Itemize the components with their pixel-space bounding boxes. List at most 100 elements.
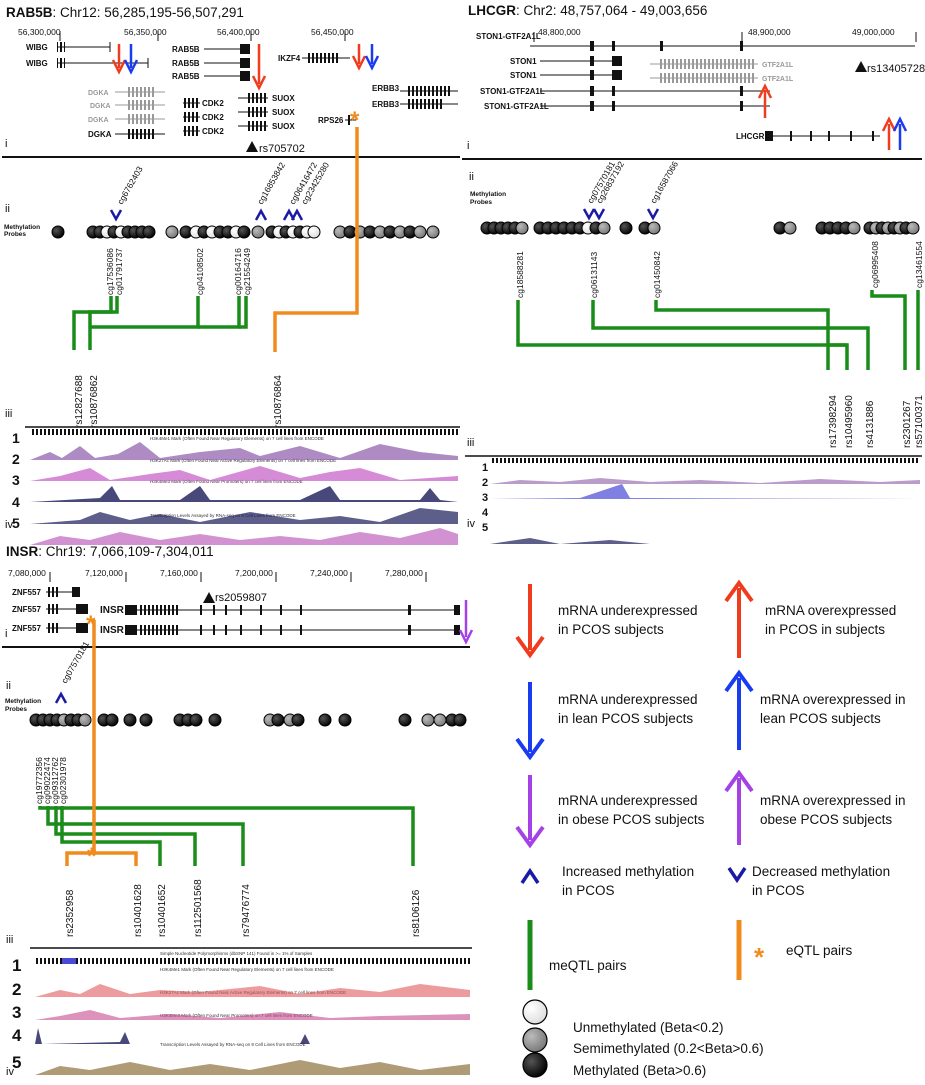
legend-unmeth-label: Unmethylated (Beta<0.2) bbox=[573, 1020, 723, 1035]
gene-label: SUOX bbox=[272, 94, 295, 103]
gene-label: INSR bbox=[100, 625, 125, 636]
legend-blue-down-icon bbox=[515, 682, 545, 761]
coord-label: 7,080,000 bbox=[8, 568, 46, 578]
gene-label: ERBB3 bbox=[372, 84, 400, 93]
snp-label: rs17398294 bbox=[828, 395, 839, 448]
gene-label: SUOX bbox=[272, 122, 295, 131]
legend-semimeth-label: Semimethylated (0.2<Beta>0.6) bbox=[573, 1041, 764, 1056]
track-caption: Transcription Levels Assayed by RNA-seq … bbox=[150, 513, 296, 518]
legend-red-down-icon bbox=[515, 584, 545, 659]
gene-label: DGKA bbox=[88, 130, 112, 139]
track-caption: Transcription Levels Assayed by RNA-seq … bbox=[160, 1042, 306, 1047]
gene-label: ZNF557 bbox=[12, 624, 41, 633]
section-i-label: i bbox=[5, 628, 7, 640]
snp-label: rs10401628 bbox=[133, 884, 144, 937]
gene-label: STON1-GTF2A1L bbox=[480, 87, 545, 96]
probe-label: cg01791737 bbox=[114, 248, 124, 295]
gene-label: GTF2A1L bbox=[762, 76, 794, 83]
gene-label: RAB5B bbox=[172, 72, 200, 81]
section-ii-label: ii bbox=[469, 171, 474, 183]
track-number: 5 bbox=[12, 1053, 21, 1072]
track-number: 2 bbox=[482, 477, 488, 489]
snp-marker-label: rs2059807 bbox=[215, 592, 267, 604]
gene-label: ZNF557 bbox=[12, 605, 41, 614]
snp-label: rs57100371 bbox=[914, 395, 925, 448]
snp-marker-icon bbox=[203, 592, 215, 603]
rab5b-encode-tracks: 1 2 3 4 5 H3K4Me1 Mark (Often Found Near… bbox=[12, 426, 460, 545]
rab5b-gene-models: WIBG WIBG RAB5B RAB5B RAB5B IKZF4 DGKA D… bbox=[26, 42, 458, 139]
legend-blue-up-icon bbox=[724, 669, 754, 750]
snp-label: rs79476774 bbox=[241, 884, 252, 937]
rab5b-expression-arrows bbox=[111, 44, 380, 91]
probe-label: cg02301978 bbox=[58, 757, 68, 804]
snp-label: rs8106126 bbox=[411, 889, 422, 937]
legend-meth-label: Methylated (Beta>0.6) bbox=[573, 1063, 706, 1078]
insr-encode-tracks: 1 2 3 4 5 Simple Nucleotide Polymorphism… bbox=[12, 947, 472, 1075]
insr-title: INSR: Chr19: 7,066,109-7,304,011 bbox=[6, 544, 214, 559]
gene-label: RPS26 bbox=[318, 116, 344, 125]
track-number: 5 bbox=[482, 522, 488, 534]
probe-label: cg09312762 bbox=[50, 757, 60, 804]
snp-label: rs10401652 bbox=[157, 884, 168, 937]
track-number: 2 bbox=[12, 980, 21, 999]
gene-label: STON1-GTF2A1L bbox=[476, 32, 541, 41]
coord-label: 7,120,000 bbox=[85, 568, 123, 578]
coord-label: 7,200,000 bbox=[235, 568, 273, 578]
probe-label: cg16853842 bbox=[255, 160, 287, 206]
track-number: 2 bbox=[12, 451, 20, 467]
coord-label: 49,000,000 bbox=[852, 27, 895, 37]
lhcgr-title: LHCGR: Chr2: 48,757,064 - 49,003,656 bbox=[468, 3, 707, 18]
gene-label: IKZF4 bbox=[278, 54, 301, 63]
gene-label: DGKA bbox=[90, 103, 111, 110]
legend-unmethylated-icon bbox=[522, 999, 548, 1025]
probe-label: cg17536086 bbox=[105, 248, 115, 295]
track-caption: H3K4Me1 Mark (Often Found Near Regulator… bbox=[160, 967, 334, 972]
lhcgr-encode-tracks: 1 2 3 4 5 bbox=[465, 455, 922, 544]
gene-label: INSR bbox=[100, 605, 125, 616]
insr-probe-circles bbox=[29, 713, 467, 727]
coord-label: 48,800,000 bbox=[538, 27, 581, 37]
snp-label: rs10876864 bbox=[273, 375, 284, 428]
gene-label: ZNF557 bbox=[12, 588, 41, 597]
gene-label: SUOX bbox=[272, 108, 295, 117]
legend-eqtl-star-icon: * bbox=[754, 942, 765, 972]
track-number: 4 bbox=[12, 494, 20, 510]
eqtl-star-icon: * bbox=[86, 611, 96, 638]
probe-label: cg06995408 bbox=[870, 241, 880, 288]
snp-label: rs10495960 bbox=[844, 395, 855, 448]
coord-label: 56,300,000 bbox=[18, 27, 61, 37]
coord-label: 7,160,000 bbox=[160, 568, 198, 578]
eqtl-star-icon: * bbox=[350, 107, 360, 134]
probe-label: cg01450842 bbox=[652, 251, 662, 298]
section-iii-label: iii bbox=[467, 437, 474, 449]
insr-panel: INSR: Chr19: 7,066,109-7,304,011 7,080,0… bbox=[2, 544, 474, 1078]
section-iv-label: iv bbox=[6, 1066, 14, 1078]
snp-label: rs112501568 bbox=[193, 879, 204, 937]
gene-label: GTF2A1L bbox=[762, 62, 794, 69]
coord-label: 7,280,000 bbox=[385, 568, 423, 578]
coord-label: 7,240,000 bbox=[310, 568, 348, 578]
section-ii-label: ii bbox=[5, 203, 10, 215]
rab5b-title: RAB5B: Chr12: 56,285,195-56,507,291 bbox=[6, 5, 244, 20]
track-caption: H3K27Ac Mark (Often Found Near Active Re… bbox=[150, 458, 336, 463]
snp-marker-label: rs705702 bbox=[259, 143, 305, 155]
snp-label: rs4131886 bbox=[865, 400, 876, 448]
legend-red-up-icon bbox=[724, 579, 754, 658]
gene-label: RAB5B bbox=[172, 59, 200, 68]
track-number: 3 bbox=[482, 492, 488, 504]
gene-label: STON1-GTF2A1L bbox=[484, 102, 549, 111]
lhcgr-expression-arrows bbox=[757, 83, 908, 150]
rab5b-panel: RAB5B: Chr12: 56,285,195-56,507,291 56,3… bbox=[2, 5, 460, 545]
gene-label: WIBG bbox=[26, 43, 48, 52]
track-number: 3 bbox=[12, 472, 20, 488]
rab5b-probe-circles bbox=[51, 225, 440, 239]
track-caption: H3K4Me3 Mark (Often Found Near Promoters… bbox=[150, 479, 303, 484]
